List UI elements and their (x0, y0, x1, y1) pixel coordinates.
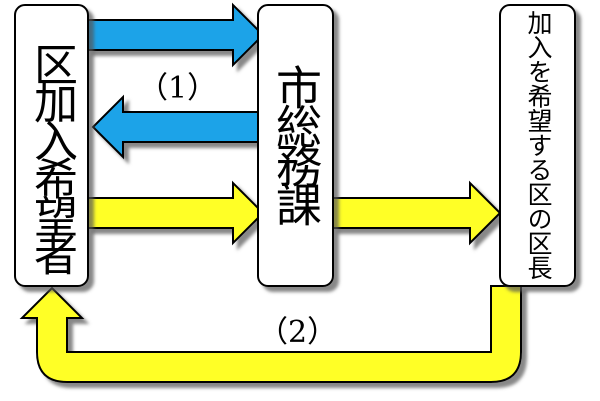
arrow-applicant-to-office-yellow (87, 180, 265, 246)
arrow-office-to-applicant-blue (91, 94, 259, 160)
district-head-box (499, 4, 576, 287)
step-1-label: （1） (138, 71, 218, 106)
arrow-office-to-district-head-yellow (332, 180, 502, 246)
city-office-label: 市総務課 (269, 64, 323, 220)
applicant-box (14, 4, 89, 287)
district-head-label: 加入を希望する区の区長 (524, 10, 553, 280)
arrow-applicant-to-office-blue (87, 2, 265, 68)
arrow-district-head-to-applicant-yellow (19, 285, 522, 383)
city-office-box (257, 4, 334, 287)
applicant-label: 区加入希望者 (26, 42, 77, 270)
step-2-label: （2） (258, 315, 338, 350)
